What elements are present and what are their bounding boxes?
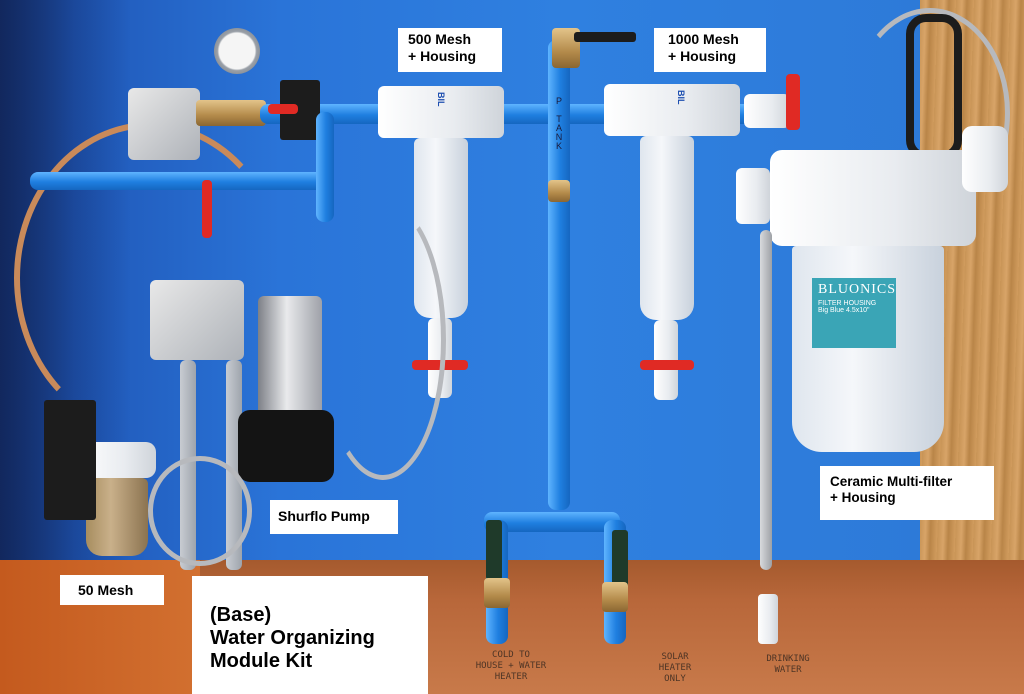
filter-50-bowl [86,478,148,556]
brass-ball-valve [484,578,510,608]
flex-conduit [14,122,286,434]
drinking-water-tube [758,594,778,644]
lower-left-pipe [30,172,330,190]
inlet-elbow [736,168,770,224]
pump-motor [258,296,322,424]
label-shurflo-pump: Shurflo Pump [270,500,398,534]
pressure-switch [128,88,200,160]
bottom-manifold-pipe [484,512,620,532]
red-valve-handle [640,360,694,370]
filter-500-head [378,86,504,138]
filter-1000-head [604,84,740,136]
green-valve-handle [612,530,628,590]
filter-1000-bowl [640,136,694,320]
drinking-water-hose [760,230,772,570]
bil-logo: BIL [436,92,446,107]
braided-hose-top [850,8,1010,218]
pump-head [238,410,334,482]
label-1000-mesh: 1000 Mesh+ Housing [654,28,766,72]
filter-wrench [906,14,962,160]
braided-hose-pump [320,200,446,480]
electrical-box [150,280,244,360]
label-ceramic-filter: Ceramic Multi-filter+ Housing [820,466,994,520]
brass-fitting [548,180,570,202]
bluonics-brand: BLUONICS [818,282,897,297]
pressure-gauge-icon [214,28,260,74]
brass-ball-valve [602,582,628,612]
brass-tee [196,100,266,126]
ceramic-filter-bowl [792,246,944,452]
red-valve-handle [268,104,298,114]
p-tank-pipe [548,40,570,510]
valve-handle-black [574,32,636,42]
bil-logo: BIL [676,90,686,105]
label-500-mesh: 500 Mesh+ Housing [398,28,502,72]
loop-hose [148,456,252,566]
left-bracket [44,400,96,520]
vertical-pipe [316,112,334,222]
ceramic-filter-head [770,150,976,246]
white-elbow-right [962,126,1008,192]
p-tank-marking: P TANK [554,96,564,150]
white-elbow [744,94,790,128]
red-valve-handle [786,74,800,130]
red-valve-handle [202,180,212,238]
label-50-mesh: 50 Mesh [60,575,164,605]
green-valve-handle [486,520,502,580]
